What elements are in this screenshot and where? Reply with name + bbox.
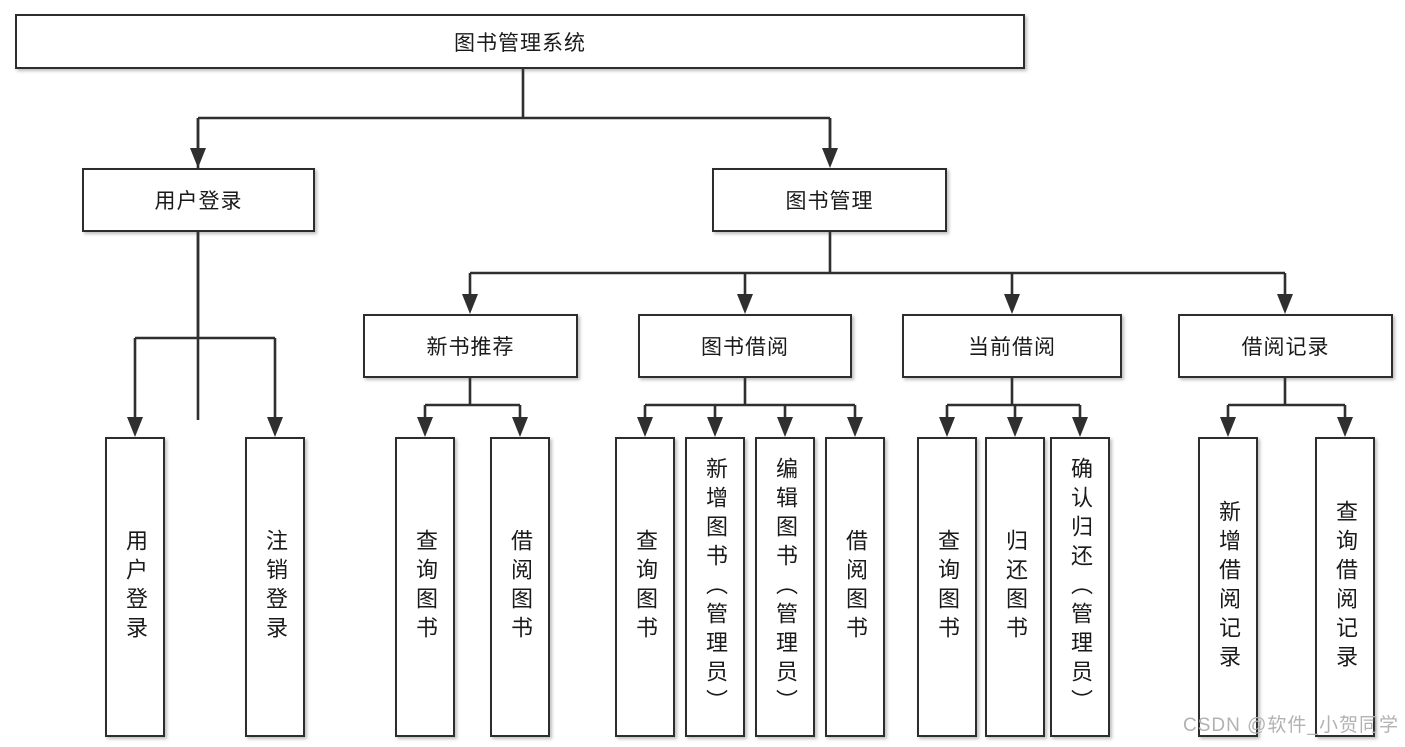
arrowhead-icon (190, 148, 206, 168)
leaf-logout: 注销登录 (245, 437, 305, 737)
node-borrow-records: 借阅记录 (1178, 314, 1393, 378)
node-user-login: 用户登录 (82, 168, 315, 232)
arrowhead-icon (737, 294, 753, 314)
arrowhead-icon (1337, 417, 1353, 437)
leaf-borrow-books-2: 借阅图书 (825, 437, 885, 737)
arrowhead-icon (127, 417, 143, 437)
arrowhead-icon (1004, 294, 1020, 314)
node-book-borrow: 图书借阅 (638, 314, 852, 378)
connector-root-to-level2 (190, 69, 838, 420)
arrowhead-icon (707, 417, 723, 437)
leaf-edit-books-admin: 编辑图书（管理员） (755, 437, 815, 737)
node-book-management: 图书管理 (712, 168, 947, 232)
connector-bookmgmt-to-level3 (462, 232, 1293, 314)
leaf-query-books-3: 查询图书 (917, 437, 977, 737)
arrowhead-icon (847, 417, 863, 437)
leaf-user-login: 用户登录 (105, 437, 165, 737)
leaf-add-books-admin: 新增图书（管理员） (685, 437, 745, 737)
arrowhead-icon (267, 417, 283, 437)
arrowhead-icon (1007, 417, 1023, 437)
arrowhead-icon (1220, 417, 1236, 437)
arrowhead-icon (939, 417, 955, 437)
node-library-system: 图书管理系统 (15, 14, 1025, 69)
leaf-query-books-2: 查询图书 (615, 437, 675, 737)
arrowhead-icon (512, 417, 528, 437)
connector-userlogin-to-leaves (127, 232, 283, 437)
leaf-add-borrow-record: 新增借阅记录 (1198, 437, 1258, 737)
arrowhead-icon (637, 417, 653, 437)
watermark: CSDN @软件_小贺同学 (1183, 715, 1399, 736)
arrowhead-icon (1072, 417, 1088, 437)
leaf-query-borrow-record: 查询借阅记录 (1315, 437, 1375, 737)
connector-borrow-to-leaves (637, 378, 863, 437)
leaf-confirm-return-admin: 确认归还（管理员） (1050, 437, 1110, 737)
connector-records-to-leaves (1220, 378, 1353, 437)
node-current-borrow: 当前借阅 (902, 314, 1122, 378)
leaf-return-books: 归还图书 (985, 437, 1045, 737)
arrowhead-icon (462, 294, 478, 314)
connector-current-to-leaves (939, 378, 1088, 437)
leaf-borrow-books-1: 借阅图书 (490, 437, 550, 737)
node-new-book-recommend: 新书推荐 (363, 314, 578, 378)
arrowhead-icon (417, 417, 433, 437)
arrowhead-icon (822, 148, 838, 168)
arrowhead-icon (1277, 294, 1293, 314)
arrowhead-icon (777, 417, 793, 437)
connector-newbooks-to-leaves (417, 378, 528, 437)
leaf-query-books-1: 查询图书 (395, 437, 455, 737)
